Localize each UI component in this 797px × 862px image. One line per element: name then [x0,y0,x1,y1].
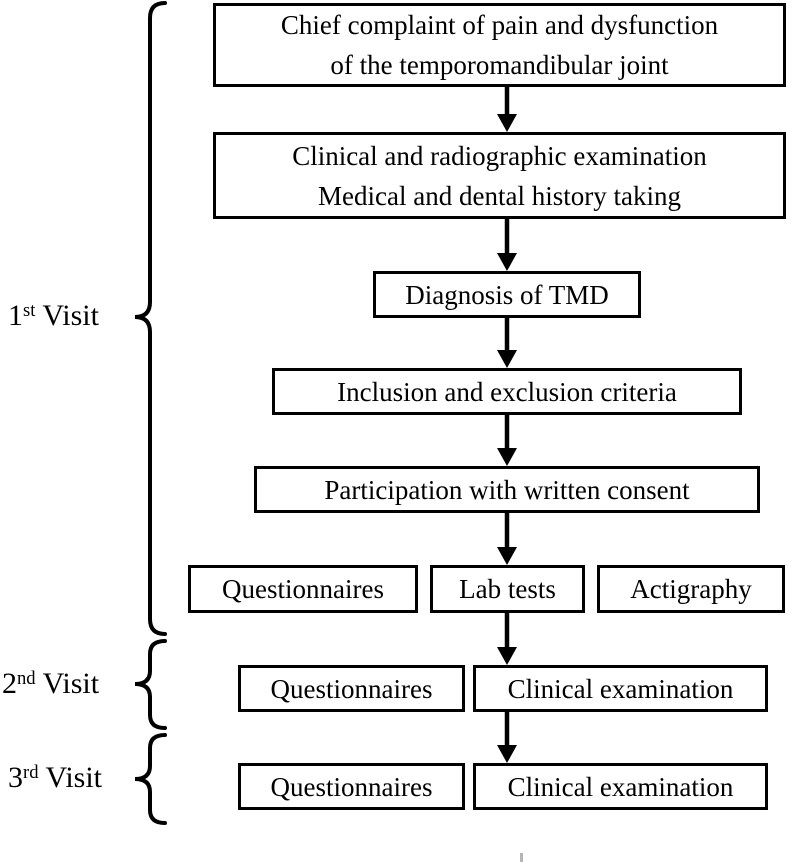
cropped-caption-artifact [520,853,523,862]
box-chief-complaint: Chief complaint of pain and dysfunction … [213,3,786,87]
box-clinical-examination-history-line2: Medical and dental history taking [318,180,681,211]
label-visit-3: 3rd Visit [8,760,102,800]
visit-2-ordinal: nd [17,668,36,690]
visit-3-word: Visit [45,761,103,794]
box-inclusion-exclusion: Inclusion and exclusion criteria [272,368,742,415]
box-questionnaires-visit2: Questionnaires [238,665,465,712]
visit-3-ordinal: rd [23,762,39,784]
visit-1-number: 1 [8,299,23,332]
flow-arrow [497,712,517,763]
flow-arrow [497,513,517,565]
box-diagnosis-tmd: Diagnosis of TMD [373,271,641,318]
flow-arrow [497,318,517,368]
box-questionnaires-visit1-label: Questionnaires [222,574,384,604]
flow-arrow [497,415,517,466]
box-clinical-examination-visit2: Clinical examination [473,665,768,712]
box-questionnaires-visit3: Questionnaires [238,763,465,810]
visit-2-number: 2 [2,667,17,700]
box-chief-complaint-line1: Chief complaint of pain and dysfunction [280,10,719,40]
box-participation-consent-label: Participation with written consent [324,474,690,505]
visit-3-number: 3 [8,761,23,794]
visit-1-brace [134,1,167,636]
box-clinical-examination-history: Clinical and radiographic examination Me… [213,132,786,219]
box-diagnosis-tmd-label: Diagnosis of TMD [405,279,609,310]
box-questionnaires-visit2-label: Questionnaires [270,673,433,704]
visit-3-brace [134,733,167,825]
visit-2-brace [134,639,167,730]
visit-1-word: Visit [42,299,99,332]
box-participation-consent: Participation with written consent [254,466,760,513]
flow-arrow [497,87,517,132]
visit-1-ordinal: st [23,300,36,322]
box-clinical-examination-visit3: Clinical examination [473,763,768,810]
box-clinical-examination-visit2-label: Clinical examination [507,673,734,704]
box-lab-tests: Lab tests [430,565,585,613]
box-questionnaires-visit1: Questionnaires [188,565,418,613]
box-clinical-examination-history-line1: Clinical and radiographic examination [292,140,707,171]
box-lab-tests-label: Lab tests [459,574,556,604]
label-visit-2: 2nd Visit [2,666,99,706]
box-chief-complaint-line2: of the temporomandibular joint [330,50,669,80]
box-clinical-examination-visit3-label: Clinical examination [507,771,734,802]
box-actigraphy-label: Actigraphy [630,574,752,604]
label-visit-1: 1st Visit [8,298,99,338]
flow-arrow [497,613,517,665]
box-questionnaires-visit3-label: Questionnaires [270,771,433,802]
flow-arrow [497,219,517,271]
box-inclusion-exclusion-label: Inclusion and exclusion criteria [337,376,677,407]
box-actigraphy: Actigraphy [597,565,785,613]
visit-2-word: Visit [42,667,100,700]
